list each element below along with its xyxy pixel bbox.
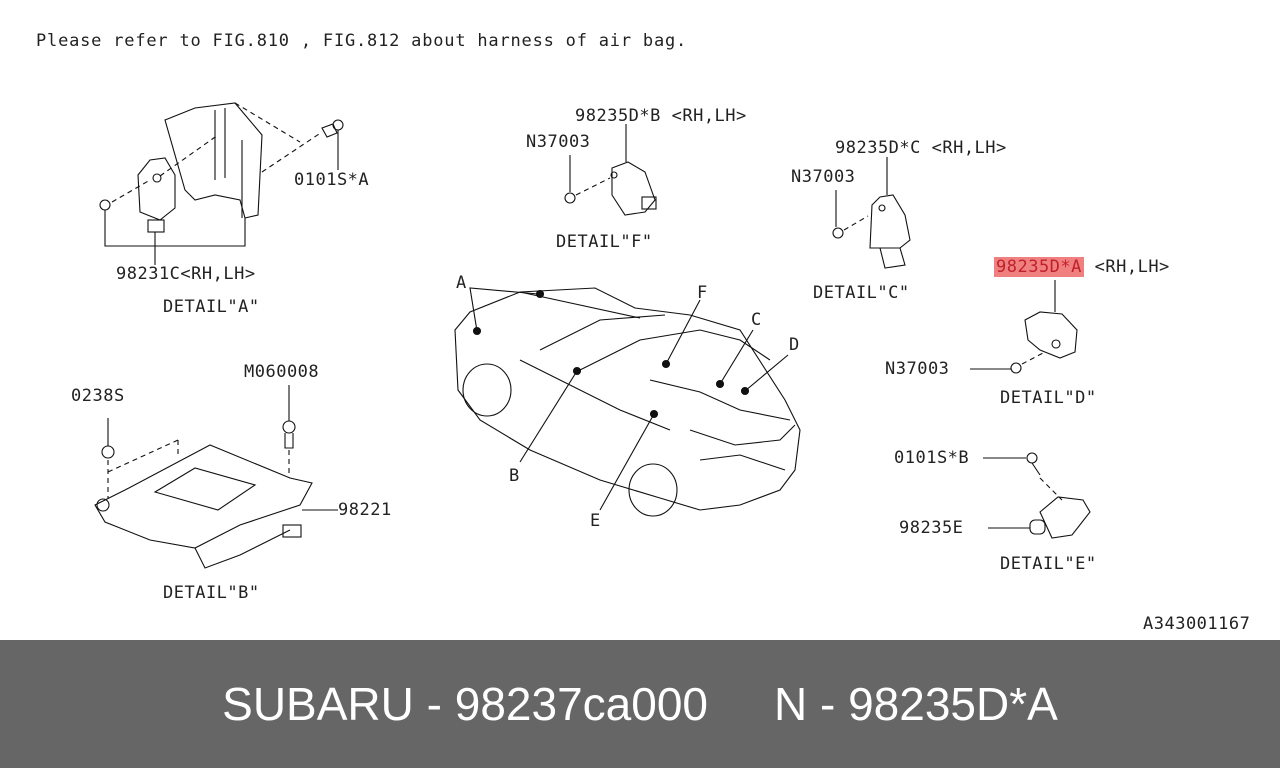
detail-e-title: DETAIL"E" [1000,554,1097,574]
part-label-0238s[interactable]: 0238S [71,386,125,406]
detail-d-title: DETAIL"D" [1000,388,1097,408]
car-drawing [454,287,801,517]
callout-b: B [509,466,520,486]
footer-bar: SUBARU - 98237ca000 N - 98235D*A [0,640,1280,768]
callout-d: D [789,335,800,355]
detail-a-title: DETAIL"A" [163,297,260,317]
detail-c-drawing [832,157,911,269]
part-suffix: <RH,LH> [1094,257,1170,277]
part-label-m060008[interactable]: M060008 [244,362,320,382]
harness-note: Please refer to FIG.810 , FIG.812 about … [36,31,688,51]
part-label-98231c[interactable]: 98231C<RH,LH> [116,264,256,284]
detail-f-title: DETAIL"F" [556,232,653,252]
footer-reference-part: N - 98235D*A [774,678,1058,730]
figure-code: A343001167 [1143,614,1251,634]
part-label-n37003-d[interactable]: N37003 [885,359,950,379]
part-label-98221[interactable]: 98221 [338,500,392,520]
footer-brand-part: SUBARU - 98237ca000 [222,678,708,730]
detail-c-title: DETAIL"C" [813,283,910,303]
parts-diagram: Please refer to FIG.810 , FIG.812 about … [36,31,1251,634]
detail-b-drawing [94,385,338,569]
diagram-artwork [94,102,1091,569]
detail-b-title: DETAIL"B" [163,583,260,603]
part-label-n37003-c[interactable]: N37003 [791,167,856,187]
part-label-0101s-a[interactable]: 0101S*A [294,170,370,190]
part-label-n37003-f[interactable]: N37003 [526,132,591,152]
detail-e-drawing [983,452,1091,539]
detail-f-drawing [564,124,657,216]
callout-c: C [751,310,762,330]
part-label-98235d-b[interactable]: 98235D*B <RH,LH> [575,106,747,126]
part-label-0101s-b[interactable]: 0101S*B [894,448,970,468]
callout-a: A [456,273,467,293]
part-label-98235d-a[interactable]: 98235D*A <RH,LH> [994,257,1170,277]
part-label-98235e[interactable]: 98235E [899,518,964,538]
part-label-98235d-c[interactable]: 98235D*C <RH,LH> [835,138,1007,158]
detail-a-drawing [99,102,344,265]
detail-d-drawing [970,280,1078,374]
highlighted-part[interactable]: 98235D*A [994,257,1084,277]
callout-f: F [697,283,708,303]
callout-e: E [590,511,601,531]
